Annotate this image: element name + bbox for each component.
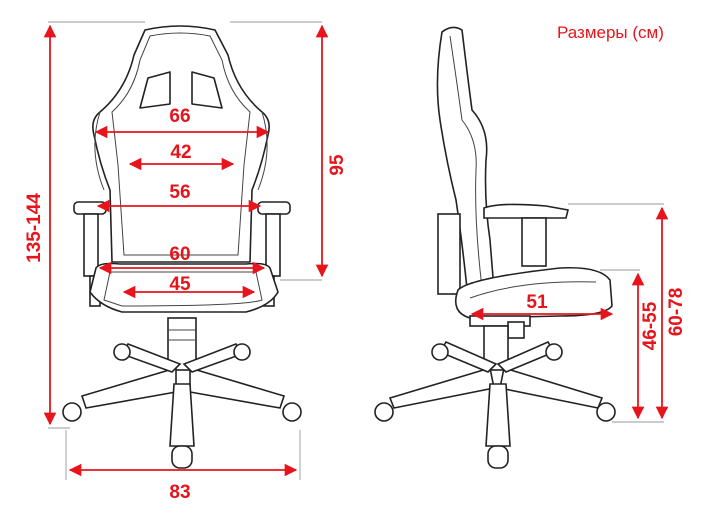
label-overall-height: 135-144 xyxy=(24,193,45,263)
dim-seat-depth: 51 xyxy=(470,292,614,321)
dim-back-width: 42 xyxy=(128,142,235,171)
label-seat-depth: 51 xyxy=(526,292,548,313)
dim-seat-height: 46-55 xyxy=(631,272,661,420)
dim-seat-outer-width: 60 xyxy=(98,244,266,275)
dim-backrest-height: 95 xyxy=(315,24,348,278)
label-seat-height: 46-55 xyxy=(640,301,661,350)
side-seat xyxy=(454,266,613,319)
front-headrest-hole-right xyxy=(191,71,223,109)
dim-shoulder-width: 66 xyxy=(94,106,270,139)
side-back-bolster xyxy=(437,213,461,295)
label-shoulder-width: 66 xyxy=(169,106,190,127)
front-headrest-hole-left xyxy=(139,71,171,109)
label-seat-inner-width: 45 xyxy=(169,274,191,295)
dim-overall-height: 135-144 xyxy=(24,24,57,426)
side-armrest xyxy=(483,203,569,267)
label-seat-outer-width: 60 xyxy=(169,244,190,265)
side-casters xyxy=(374,343,616,469)
front-star-base xyxy=(80,343,286,447)
dim-armrest-height: 60-78 xyxy=(655,206,687,420)
label-backrest-height: 95 xyxy=(327,154,348,176)
label-overall-width: 83 xyxy=(169,482,190,503)
label-back-width: 42 xyxy=(170,142,191,163)
side-star-base xyxy=(388,340,604,447)
diagram-title: Размеры (см) xyxy=(557,23,664,42)
label-armrest-span: 56 xyxy=(169,182,190,203)
front-casters xyxy=(62,343,302,469)
dim-overall-width: 83 xyxy=(68,463,298,503)
dim-armrest-span: 56 xyxy=(96,182,262,213)
side-backrest xyxy=(436,26,495,300)
side-view-chair xyxy=(374,26,616,469)
label-armrest-height: 60-78 xyxy=(666,288,687,337)
dim-seat-inner-width: 45 xyxy=(122,274,256,299)
